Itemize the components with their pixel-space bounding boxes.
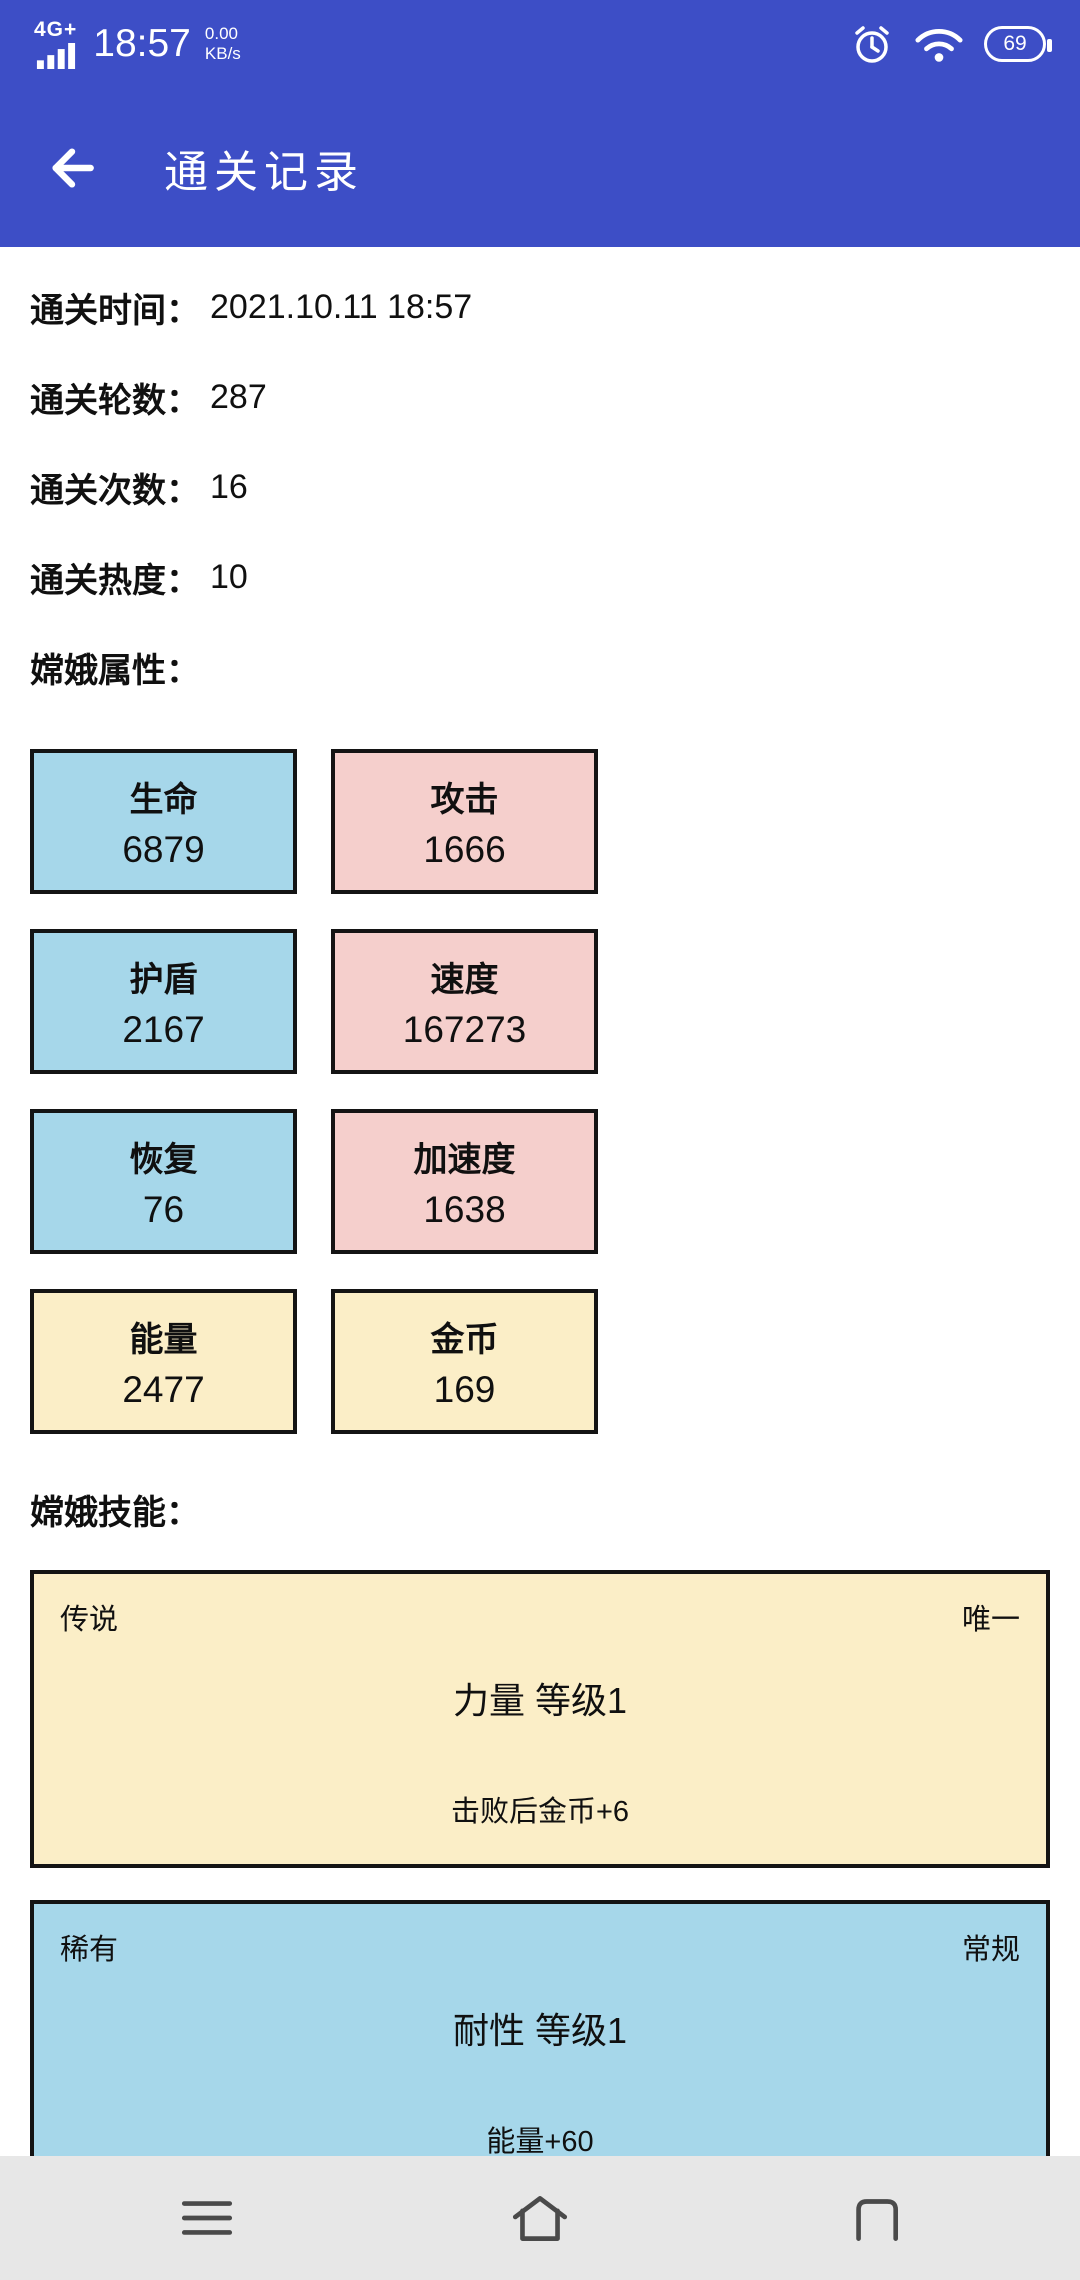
network-speed: 0.00 KB/s [205, 24, 241, 64]
status-bar: 4G+ 18:57 0.00 KB/s [0, 0, 1080, 88]
record-label: 通关轮数： [30, 381, 200, 420]
skill-rarity-badge: 传说 [60, 1604, 119, 1636]
speed-value: 0.00 [204, 24, 238, 43]
wifi-icon [915, 29, 963, 62]
record-value: 10 [210, 557, 248, 596]
skill-rarity-badge: 稀有 [60, 1934, 119, 1966]
stat-box-speed: 速度 167273 [331, 929, 598, 1074]
stat-grid: 生命 6879 攻击 1666 护盾 2167 速度 167273 恢复 76 … [30, 749, 598, 1434]
back-icon [856, 2199, 899, 2241]
stat-value: 167273 [402, 1009, 527, 1050]
alarm-clock-icon [855, 26, 889, 63]
stat-box-recovery: 恢复 76 [30, 1109, 297, 1254]
app-bar: 通关记录 [0, 88, 1080, 247]
stat-value: 2477 [122, 1369, 205, 1410]
stat-name: 能量 [129, 1321, 198, 1359]
stat-name: 加速度 [413, 1141, 516, 1179]
skill-card-header: 传说 唯一 [60, 1596, 1020, 1638]
stat-box-gold: 金币 169 [331, 1289, 598, 1434]
stat-name: 攻击 [430, 781, 499, 819]
stat-name: 护盾 [129, 961, 198, 999]
stat-box-attack: 攻击 1666 [331, 749, 598, 894]
skill-effect: 击败后金币+6 [450, 1796, 630, 1828]
menu-icon [181, 2201, 232, 2235]
battery-indicator: 69 [984, 26, 1052, 62]
record-line-heat: 通关热度： 10 [30, 532, 1050, 622]
skill-name: 力量 等级1 [452, 1680, 628, 1721]
content: 通关时间： 2021.10.11 18:57 通关轮数： 287 通关次数： 1… [0, 247, 1080, 2198]
skill-card-header: 稀有 常规 [60, 1926, 1020, 1968]
stat-box-life: 生命 6879 [30, 749, 297, 894]
stat-box-acceleration: 加速度 1638 [331, 1109, 598, 1254]
battery-percent: 69 [1003, 32, 1027, 55]
attributes-heading: 嫦娥属性： [30, 651, 200, 690]
stat-value: 169 [433, 1369, 496, 1410]
skill-type-badge: 常规 [961, 1934, 1020, 1966]
menu-button[interactable] [162, 2173, 252, 2263]
skills-heading: 嫦娥技能： [30, 1493, 200, 1532]
skill-card-strength[interactable]: 传说 唯一 力量 等级1 击败后金币+6 [30, 1570, 1050, 1868]
record-line-rounds: 通关轮数： 287 [30, 352, 1050, 442]
record-line-time: 通关时间： 2021.10.11 18:57 [30, 262, 1050, 352]
home-button[interactable] [495, 2173, 585, 2263]
stat-box-shield: 护盾 2167 [30, 929, 297, 1074]
record-label: 通关次数： [30, 471, 200, 510]
stat-name: 恢复 [129, 1141, 198, 1179]
stat-value: 1638 [423, 1189, 506, 1230]
speed-unit: KB/s [204, 44, 241, 63]
stat-value: 76 [142, 1189, 185, 1230]
status-time: 18:57 [93, 22, 191, 65]
recent-back-button[interactable] [828, 2173, 918, 2263]
record-value: 287 [210, 377, 267, 416]
status-left: 4G+ 18:57 0.00 KB/s [34, 19, 850, 69]
skill-card-endurance[interactable]: 稀有 常规 耐性 等级1 能量+60 [30, 1900, 1050, 2198]
record-label: 通关时间： [30, 291, 200, 330]
skill-name: 耐性 等级1 [452, 2010, 628, 2051]
network-type-label: 4G+ [34, 18, 78, 41]
navigation-bar [0, 2156, 1080, 2280]
back-button[interactable] [40, 136, 104, 200]
status-right: 69 [850, 22, 1052, 66]
stat-name: 金币 [430, 1321, 499, 1359]
record-value: 16 [210, 467, 248, 506]
stat-value: 6879 [122, 829, 205, 870]
stat-box-energy: 能量 2477 [30, 1289, 297, 1434]
record-label: 通关热度： [30, 561, 200, 600]
page-title: 通关记录 [164, 147, 364, 197]
record-line-count: 通关次数： 16 [30, 442, 1050, 532]
skill-effect: 能量+60 [486, 2126, 594, 2158]
stat-name: 速度 [430, 961, 499, 999]
skill-type-badge: 唯一 [961, 1604, 1020, 1636]
arrow-left-icon [52, 147, 94, 188]
stat-name: 生命 [129, 781, 198, 819]
signal-bars-icon [36, 43, 75, 69]
record-value: 2021.10.11 18:57 [210, 287, 473, 326]
network-indicator: 4G+ [34, 19, 77, 69]
home-icon [512, 2196, 568, 2241]
stat-value: 2167 [122, 1009, 205, 1050]
stat-value: 1666 [423, 829, 506, 870]
